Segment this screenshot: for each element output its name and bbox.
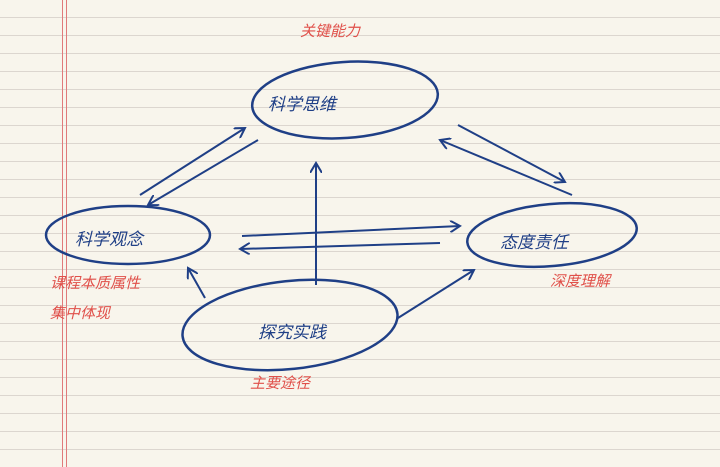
ellipse-attitude: [466, 201, 638, 269]
ellipse-practice: [181, 278, 399, 372]
node-practice: 探究实践: [258, 323, 326, 343]
ellipse-concept: [44, 204, 212, 266]
note-essence-line2: 集中体现: [50, 304, 111, 322]
note-deep-understanding: 深度理解: [550, 272, 611, 290]
ellipse-thinking: [250, 60, 440, 140]
note-essence-line1: 课程本质属性: [50, 274, 141, 292]
arrow-practice-to-attitude: [397, 270, 474, 319]
arrow-practice-to-concept: [188, 268, 206, 299]
arrow-attitude-to-concept: [240, 242, 441, 249]
margin-line: [66, 0, 67, 467]
arrow-concept-to-thinking: [139, 128, 245, 196]
node-concept: 科学观念: [75, 230, 143, 250]
arrow-attitude-to-thinking: [440, 140, 573, 196]
node-thinking: 科学思维: [268, 95, 336, 115]
arrow-thinking-to-attitude: [457, 124, 565, 182]
note-main-path: 主要途径: [250, 374, 311, 392]
arrow-concept-to-attitude: [241, 226, 460, 237]
node-attitude: 态度责任: [500, 233, 568, 253]
arrow-thinking-to-concept: [148, 139, 259, 205]
note-key-ability: 关键能力: [300, 22, 361, 40]
margin-line: [62, 0, 63, 467]
